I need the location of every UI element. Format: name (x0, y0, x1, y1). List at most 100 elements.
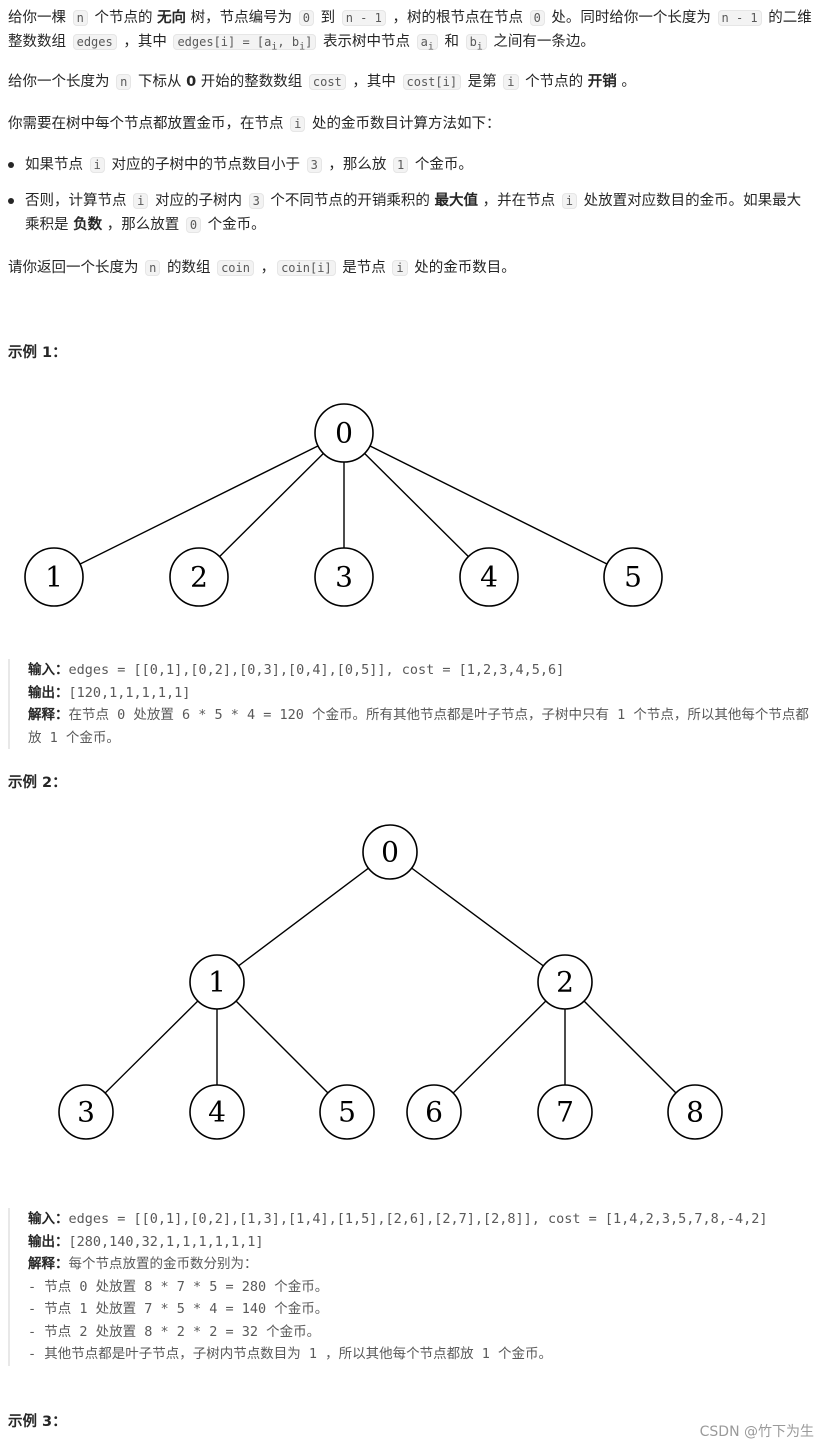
tree-edge (343, 432, 490, 578)
text: 开始的整数数组 (196, 74, 307, 90)
node-circle (189, 1084, 245, 1140)
text: 到 (316, 10, 340, 26)
tree-node: 1 (189, 954, 245, 1010)
example-2-tree-diagram: 0 1 2 3 4 5 6 7 8 (58, 824, 723, 1140)
inline-code: cost[i] (402, 74, 462, 90)
text: 你需要在树中每个节点都放置金币，在节点 (8, 116, 289, 132)
inline-code: n - 1 (717, 10, 762, 26)
node-label: 2 (556, 966, 574, 999)
text: 。 (616, 74, 636, 90)
text: 请你返回一个长度为 (8, 260, 144, 276)
inline-code: 3 (306, 157, 322, 173)
inline-code: coin[i] (277, 260, 336, 276)
node-label: 1 (208, 966, 226, 999)
text: 否则，计算节点 (25, 193, 132, 209)
bold-text: 开销 (587, 74, 617, 90)
text: ，那么放置 (102, 217, 184, 233)
rules-list: 如果节点 i 对应的子树中的节点数目小于 3 ，那么放 1 个金币。 否则，计算… (8, 153, 814, 249)
bold-text: 0 (186, 74, 197, 90)
text: 表示树中节点 (318, 34, 415, 50)
text: ，并在节点 (478, 193, 560, 209)
text: 是节点 (337, 260, 391, 276)
node-circle (667, 1084, 723, 1140)
tree-node: 0 (314, 403, 374, 463)
node-circle (603, 547, 663, 607)
inline-code: ai (416, 34, 438, 53)
text: 给你一个长度为 (8, 74, 115, 90)
example-1-code-block: 输入：edges = [[0,1],[0,2],[0,3],[0,4],[0,5… (8, 659, 814, 749)
inline-code: cost (308, 74, 346, 90)
tree-node: 4 (459, 547, 519, 607)
input-label: 输入： (28, 662, 69, 678)
explanation-line: - 节点 0 处放置 8 * 7 * 5 = 280 个金币。 (28, 1278, 329, 1295)
text: 如果节点 (25, 157, 88, 173)
example-2-title: 示例 2： (8, 775, 67, 791)
tree-node: 6 (406, 1084, 462, 1140)
subscript: i (299, 41, 306, 53)
example-3-title: 示例 3： (8, 1414, 67, 1430)
tree-node: 2 (169, 547, 229, 607)
tree-node: 2 (537, 954, 593, 1010)
text: 的二维整数数组 (8, 10, 812, 50)
node-circle (537, 1084, 593, 1140)
text: 处的金币数目计算方法如下： (307, 116, 501, 132)
text: ，树的根节点在节点 (387, 10, 528, 26)
inline-code: edges (72, 34, 117, 50)
tree-node: 1 (24, 547, 84, 607)
text: 树，节点编号为 (186, 10, 297, 26)
tree-node: 0 (362, 824, 418, 880)
input-value: edges = [[0,1],[0,2],[1,3],[1,4],[1,5],[… (68, 1211, 768, 1227)
node-circle (189, 954, 245, 1010)
node-label: 0 (381, 836, 399, 869)
description-paragraph-2: 给你一个长度为 n 下标从 0 开始的整数数组 cost ，其中 cost[i]… (8, 71, 636, 93)
text: 给你一棵 (8, 10, 71, 26)
code-part: , b (277, 35, 300, 49)
list-item: 否则，计算节点 i 对应的子树内 3 个不同节点的开销乘积的 最大值 ，并在节点… (8, 189, 814, 237)
text: 处的金币数目。 (409, 260, 516, 276)
text: 个金币。 (203, 217, 266, 233)
node-label: 5 (338, 1096, 356, 1129)
inline-code: coin (217, 260, 254, 276)
inline-code: 1 (393, 157, 409, 173)
text: 个不同节点的开销乘积的 (265, 193, 435, 209)
node-circle (58, 1084, 114, 1140)
tree-edge (198, 432, 345, 578)
csdn-watermark: CSDN @竹下为生 (699, 1424, 814, 1440)
text: 之间有一条边。 (488, 34, 595, 50)
code-part: a (420, 35, 428, 49)
text: ，其中 (118, 34, 172, 50)
bold-text: 负数 (73, 217, 103, 233)
text: 的数组 (162, 260, 216, 276)
output-label: 输出： (28, 684, 69, 701)
code-part: ] (305, 35, 313, 49)
subscript: i (271, 41, 278, 53)
inline-code: n (145, 260, 161, 276)
explanation-text: 每个节点放置的金币数分别为： (68, 1256, 258, 1272)
inline-code: i (133, 193, 149, 209)
explanation-line: - 节点 1 处放置 7 * 5 * 4 = 140 个金币。 (28, 1301, 329, 1317)
output-value: [280,140,32,1,1,1,1,1,1] (68, 1233, 264, 1250)
subscript: i (427, 41, 434, 53)
explanation-line: - 节点 2 处放置 8 * 2 * 2 = 32 个金币。 (28, 1323, 321, 1340)
output-label: 输出： (28, 1233, 69, 1250)
inline-code: i (89, 157, 105, 173)
node-circle (319, 1084, 375, 1140)
node-label: 7 (556, 1096, 574, 1129)
example-2-code-block: 输入：edges = [[0,1],[0,2],[1,3],[1,4],[1,5… (8, 1208, 814, 1366)
input-value: edges = [[0,1],[0,2],[0,3],[0,4],[0,5]],… (68, 662, 565, 678)
node-label: 6 (425, 1096, 443, 1129)
tree-node: 8 (667, 1084, 723, 1140)
tree-edge (53, 432, 345, 578)
node-circle (459, 547, 519, 607)
inline-code: 3 (248, 193, 264, 209)
node-circle (314, 403, 374, 463)
node-label: 2 (190, 561, 208, 594)
inline-code: n (72, 10, 88, 26)
tree-edge (85, 981, 218, 1113)
inline-code: 0 (298, 10, 315, 26)
tree-node: 3 (58, 1084, 114, 1140)
text: 和 (439, 34, 464, 50)
node-label: 8 (686, 1096, 704, 1129)
example-1-tree-diagram: 0 1 2 3 4 5 (24, 403, 663, 607)
tree-edge (343, 432, 634, 578)
